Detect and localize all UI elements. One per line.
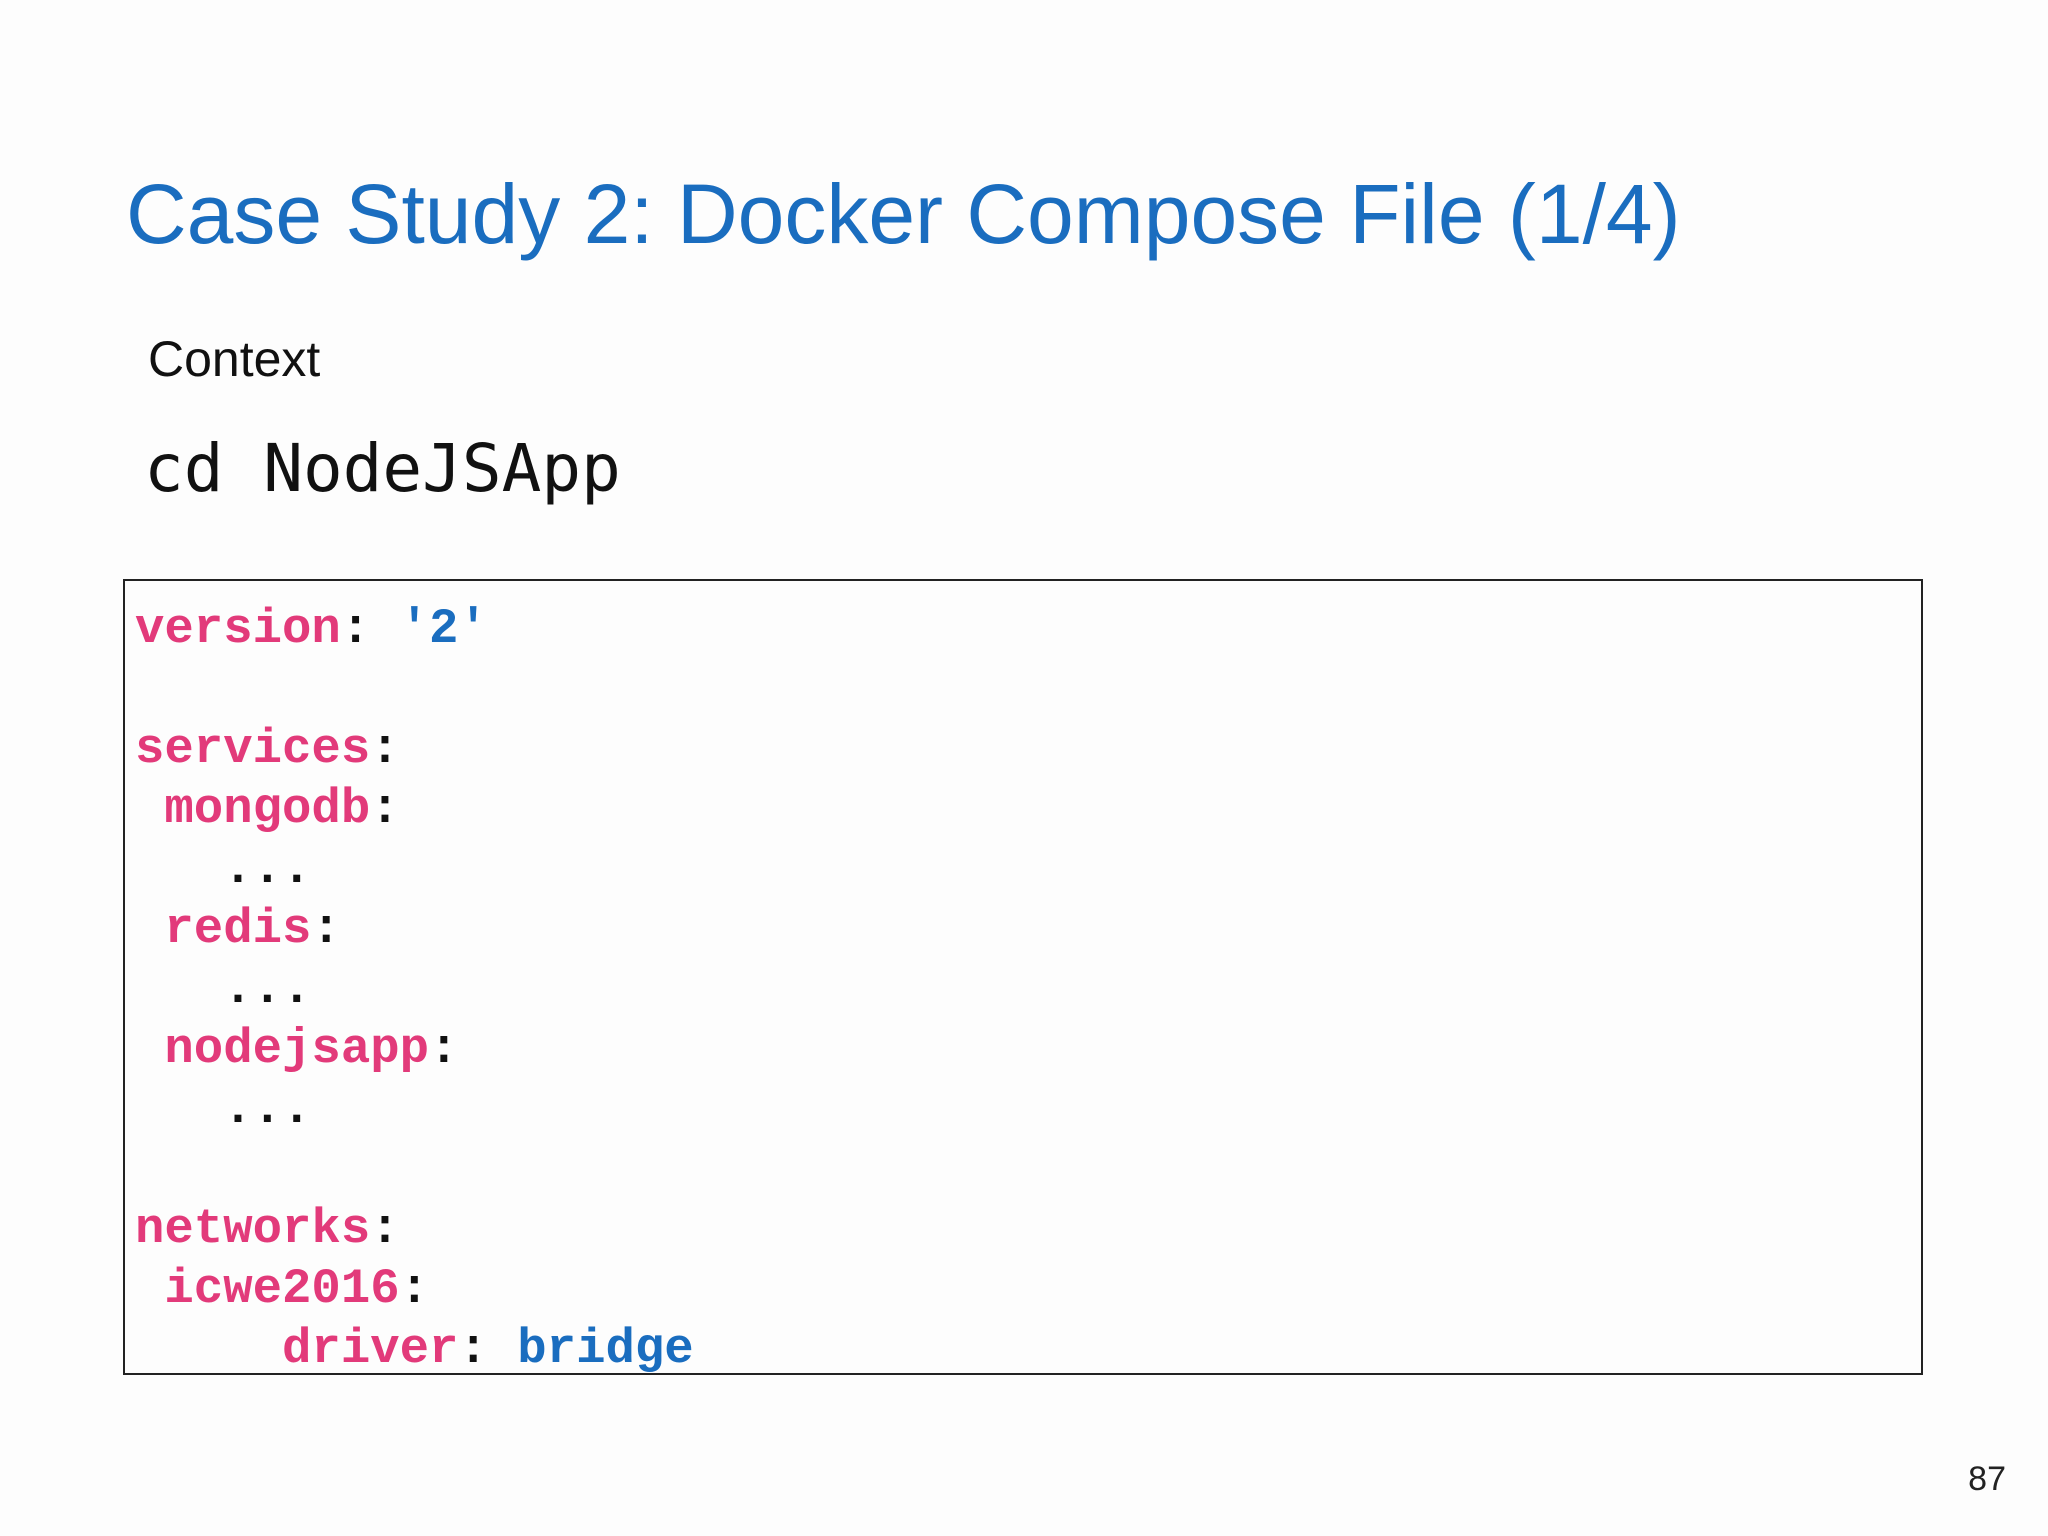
yaml-ellipsis: ... xyxy=(223,961,312,1017)
yaml-colon: : xyxy=(370,721,400,777)
code-line-icwe2016: icwe2016: xyxy=(135,1259,429,1319)
code-line-nodejsapp: nodejsapp: xyxy=(135,1019,458,1079)
code-line-nodejsapp-ellipsis: ... xyxy=(135,1079,311,1139)
code-line-redis-ellipsis: ... xyxy=(135,959,311,1019)
yaml-colon: : xyxy=(311,901,341,957)
yaml-value: '2' xyxy=(399,601,488,657)
code-line-mongodb-ellipsis: ... xyxy=(135,839,311,899)
code-line-mongodb: mongodb: xyxy=(135,779,400,839)
yaml-colon: : xyxy=(458,1321,488,1377)
yaml-colon: : xyxy=(429,1021,459,1077)
yaml-key: redis xyxy=(164,901,312,957)
yaml-value: bridge xyxy=(517,1321,694,1377)
page-number: 87 xyxy=(1968,1460,2006,1498)
yaml-ellipsis: ... xyxy=(223,841,312,897)
yaml-key: nodejsapp xyxy=(164,1021,430,1077)
code-line-version: version: '2' xyxy=(135,599,488,659)
yaml-key: driver xyxy=(282,1321,459,1377)
code-line-networks: networks: xyxy=(135,1199,400,1259)
yaml-ellipsis: ... xyxy=(223,1081,312,1137)
command-text: cd NodeJSApp xyxy=(144,430,621,507)
yaml-key: version xyxy=(135,601,341,657)
context-label: Context xyxy=(148,331,321,387)
yaml-key: icwe2016 xyxy=(164,1261,400,1317)
yaml-colon: : xyxy=(370,1201,400,1257)
yaml-colon: : xyxy=(399,1261,430,1317)
slide-title: Case Study 2: Docker Compose File (1/4) xyxy=(126,167,1681,261)
yaml-colon: : xyxy=(340,601,371,657)
code-line-redis: redis: xyxy=(135,899,341,959)
code-line-services: services: xyxy=(135,719,400,779)
yaml-key: mongodb xyxy=(164,781,371,837)
yaml-key: services xyxy=(135,721,371,777)
code-line-driver: driver: bridge xyxy=(135,1319,694,1379)
yaml-key: networks xyxy=(135,1201,371,1257)
yaml-colon: : xyxy=(370,781,400,837)
code-block: version: '2' services: mongodb: ... redi… xyxy=(123,579,1923,1377)
